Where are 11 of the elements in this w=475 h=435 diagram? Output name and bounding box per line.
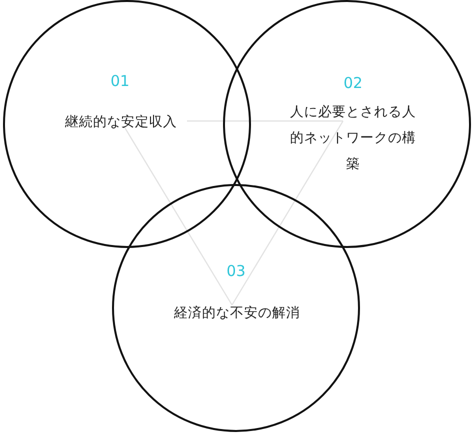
item-number: 03 (226, 262, 246, 280)
venn-circle (3, 0, 251, 248)
connector-line (231, 120, 344, 306)
item-text: 人に必要とされる人的ネットワークの構築 (289, 103, 417, 174)
item-text: 継続的な安定収入 (64, 113, 178, 132)
item-text: 経済的な不安の解消 (173, 304, 301, 323)
venn-circle (223, 0, 471, 248)
item-number: 01 (110, 72, 130, 90)
connector-line (124, 128, 233, 306)
item-number: 02 (343, 74, 363, 92)
venn-circle (112, 184, 360, 432)
